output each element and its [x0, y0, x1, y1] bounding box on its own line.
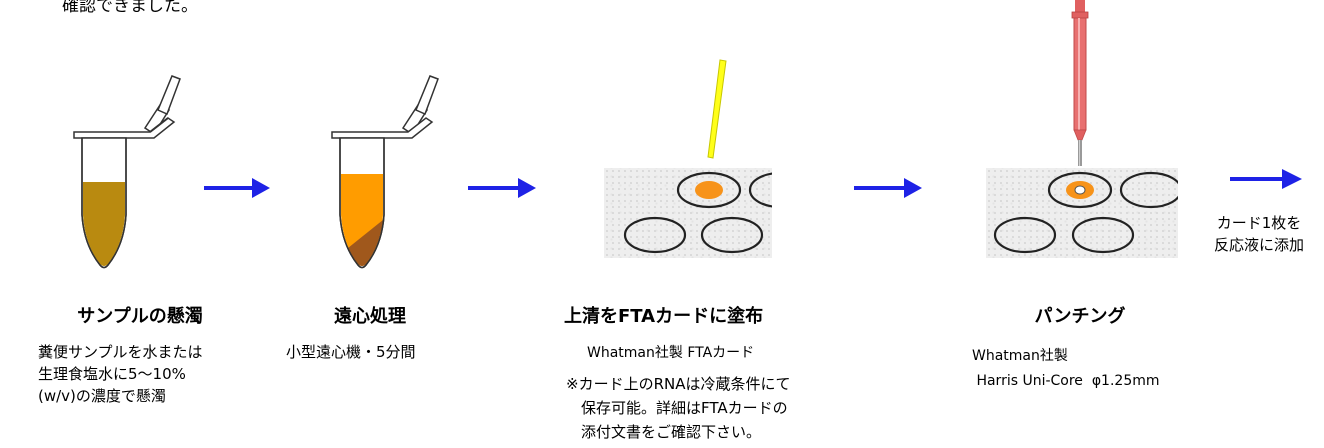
step-description: Whatman社製 FTAカード — [587, 345, 755, 361]
step-title: パンチング — [1034, 306, 1126, 327]
pellet — [348, 220, 383, 266]
step-title: 上清をFTAカードに塗布 — [564, 306, 764, 327]
step-title: サンプルの懸濁 — [77, 306, 203, 327]
punch-hole — [1074, 185, 1086, 195]
applicator-stick-icon — [707, 59, 727, 159]
step-title: 遠心処理 — [334, 306, 406, 327]
final-step-label: カード1枚を 反応液に添加 — [1213, 214, 1304, 254]
arrow-right-icon — [204, 178, 270, 198]
storage-note: ※カード上のRNAは冷蔵条件にて 保存可能。詳細はFTAカードの 添付文書をご確… — [566, 375, 791, 441]
sample-tube-icon — [73, 75, 181, 269]
step-description: 小型遠心機・5分間 — [286, 343, 416, 361]
suspension-liquid — [83, 182, 125, 266]
punch-tool-icon — [1071, 0, 1089, 166]
step-description: Whatman社製 Harris Uni-Core φ1.25mm — [972, 348, 1160, 389]
arrow-right-icon — [468, 178, 536, 198]
step-description: 糞便サンプルを水または 生理食塩水に5～10% (w/v)の濃度で懸濁 — [38, 343, 203, 405]
sample-spot — [695, 181, 723, 199]
punched-card — [986, 168, 1178, 258]
arrow-right-icon — [854, 178, 922, 198]
centrifuge-tube-icon — [331, 75, 439, 269]
arrow-right-icon — [1230, 169, 1302, 189]
fta-card — [604, 168, 772, 258]
intro-text: 確認できました。 — [62, 0, 198, 16]
